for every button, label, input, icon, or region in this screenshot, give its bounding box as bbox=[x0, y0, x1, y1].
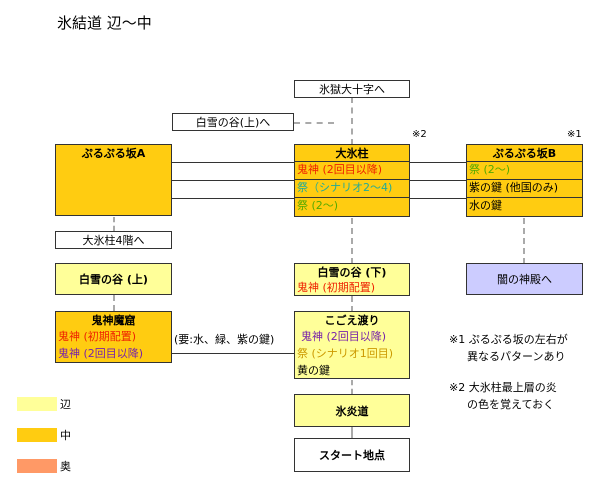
legend-swatch-middle bbox=[17, 428, 57, 442]
note-2-line: の色を覚えておく bbox=[467, 398, 555, 411]
kogoe-title: こごえ渡り bbox=[324, 314, 380, 327]
link-line bbox=[410, 198, 466, 199]
demon-cave-title: 鬼神魔窟 bbox=[91, 314, 136, 327]
demon-cave-row: 鬼神 (初期配置) bbox=[58, 330, 137, 343]
right-slope-row: 祭 (2〜) bbox=[467, 161, 582, 178]
kogoe-row: 黄の鍵 bbox=[297, 364, 330, 377]
right-slope-title: ぷるぷる坂B bbox=[492, 147, 557, 160]
upper-valley-link-node[interactable]: 白雪の谷(上)へ bbox=[172, 113, 294, 131]
dark-shrine-node[interactable]: 闇の神殿へ bbox=[466, 263, 583, 295]
right-slope-row: 紫の鍵 (他国のみ) bbox=[467, 179, 582, 196]
dashed-connector-upper-cave bbox=[113, 295, 115, 311]
legend-label-edge: 辺 bbox=[60, 398, 71, 411]
kogoe-row: 祭 (シナリオ1回目) bbox=[297, 347, 394, 360]
link-line bbox=[172, 180, 294, 181]
dashed-connector-valley-kogoe bbox=[351, 296, 353, 312]
note-1-line: 異なるパターンあり bbox=[467, 350, 566, 363]
floor4-link-label: 大氷柱4階へ bbox=[82, 234, 145, 247]
top-exit-node[interactable]: 氷獄大十字へ bbox=[294, 80, 410, 98]
flame-road-title: 氷炎道 bbox=[335, 404, 369, 418]
note-1-line: ※1 ぷるぷる坂の左右が bbox=[449, 333, 568, 346]
link-line bbox=[172, 198, 294, 199]
pillar-title: 大氷柱 bbox=[335, 147, 369, 160]
pillar-row: 祭 (2〜) bbox=[295, 197, 409, 214]
dark-shrine-label: 闇の神殿へ bbox=[497, 273, 552, 286]
pillar-row: 祭（シナリオ2〜4) bbox=[295, 179, 409, 196]
link-line bbox=[172, 353, 294, 354]
dashed-connector-flame-start bbox=[351, 427, 353, 439]
demon-cave-row: 鬼神 (2回目以降) bbox=[58, 347, 144, 360]
dashed-connector-top bbox=[351, 97, 353, 145]
right-slope-row: 水の鍵 bbox=[467, 197, 582, 214]
kogoe-row: 鬼神 (2回目以降) bbox=[301, 330, 387, 343]
key-requirement-label: (要:水、緑、紫の鍵) bbox=[174, 331, 275, 347]
start-title: スタート地点 bbox=[319, 449, 385, 462]
legend-label-middle: 中 bbox=[60, 429, 71, 442]
note-marker-1: ※1 bbox=[567, 129, 582, 140]
lower-valley-title: 白雪の谷 (下) bbox=[317, 266, 387, 279]
legend-swatch-edge bbox=[17, 397, 57, 411]
dashed-connector-kogoe-flame bbox=[351, 380, 353, 394]
left-slope-node[interactable]: ぷるぷる坂A bbox=[55, 144, 172, 216]
dashed-connector-upper-link bbox=[294, 122, 334, 124]
note-2: ※2 大氷柱最上層の炎 の色を覚えておく bbox=[449, 379, 557, 413]
note-1: ※1 ぷるぷる坂の左右が 異なるパターンあり bbox=[449, 331, 568, 365]
upper-valley-title: 白雪の谷 (上) bbox=[79, 273, 148, 286]
dashed-connector-right-slope bbox=[523, 218, 525, 264]
pillar-node[interactable]: 大氷柱 鬼神 (2回目以降) 祭（シナリオ2〜4) 祭 (2〜) bbox=[294, 144, 410, 217]
note-2-line: ※2 大氷柱最上層の炎 bbox=[449, 381, 557, 394]
demon-cave-node[interactable]: 鬼神魔窟 鬼神 (初期配置) 鬼神 (2回目以降) bbox=[55, 311, 172, 363]
upper-valley-node[interactable]: 白雪の谷 (上) bbox=[55, 263, 172, 295]
top-exit-label: 氷獄大十字へ bbox=[319, 83, 385, 96]
right-slope-node[interactable]: ぷるぷる坂B 祭 (2〜) 紫の鍵 (他国のみ) 水の鍵 bbox=[466, 144, 583, 217]
left-slope-title: ぷるぷる坂A bbox=[81, 147, 146, 160]
legend-swatch-deep bbox=[17, 459, 57, 473]
link-line bbox=[410, 162, 466, 163]
link-line bbox=[172, 162, 294, 163]
legend-label-deep: 奥 bbox=[60, 460, 71, 473]
floor4-link-node[interactable]: 大氷柱4階へ bbox=[55, 231, 172, 249]
upper-valley-link-label: 白雪の谷(上)へ bbox=[195, 116, 271, 129]
lower-valley-node[interactable]: 白雪の谷 (下) 鬼神 (初期配置) bbox=[294, 263, 410, 296]
start-node[interactable]: スタート地点 bbox=[294, 438, 410, 472]
flame-road-node[interactable]: 氷炎道 bbox=[294, 394, 410, 427]
lower-valley-row: 鬼神 (初期配置) bbox=[297, 281, 376, 294]
link-line bbox=[410, 180, 466, 181]
kogoe-node[interactable]: こごえ渡り 鬼神 (2回目以降) 祭 (シナリオ1回目) 黄の鍵 bbox=[294, 311, 410, 379]
pillar-row: 鬼神 (2回目以降) bbox=[295, 161, 409, 178]
note-marker-2: ※2 bbox=[412, 129, 427, 140]
page-title: 氷結道 辺〜中 bbox=[57, 14, 152, 32]
dashed-connector-left-slope bbox=[113, 217, 115, 231]
dashed-connector-pillar-valley bbox=[351, 218, 353, 264]
